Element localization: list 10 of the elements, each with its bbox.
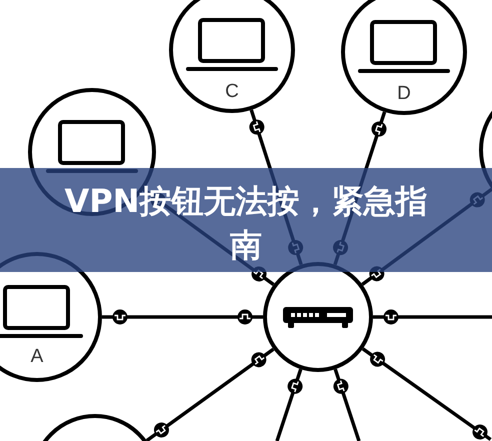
node-label: D bbox=[397, 83, 411, 105]
node-label: C bbox=[225, 81, 239, 103]
cable-line bbox=[332, 368, 361, 441]
cable-line bbox=[275, 368, 304, 441]
cable-line bbox=[362, 347, 492, 441]
cable-line bbox=[373, 308, 492, 326]
cable-line bbox=[102, 308, 263, 326]
node-label: A bbox=[30, 346, 44, 368]
title: VPN按钮无法按，紧急指南 bbox=[64, 181, 428, 266]
cable-line bbox=[146, 348, 274, 441]
